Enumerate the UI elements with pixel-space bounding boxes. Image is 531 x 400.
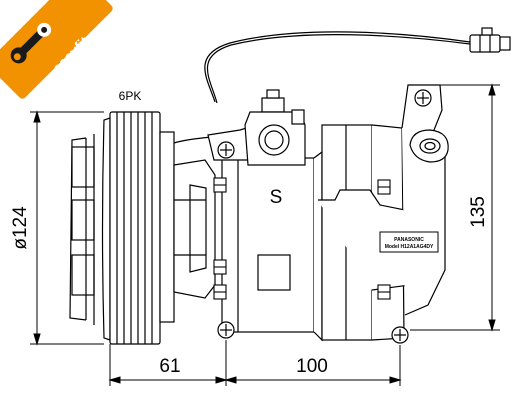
bolt-bottom-right <box>391 326 409 344</box>
nameplate: PANASONIC Model H12A1AG4DY <box>379 231 439 253</box>
compressor-body <box>207 84 446 342</box>
nameplate-brand: PANASONIC <box>394 237 424 243</box>
body-glyph: S <box>270 187 283 208</box>
dimension-lines <box>30 83 500 386</box>
diameter-label: ø124 <box>10 206 31 250</box>
front-housing <box>173 159 216 299</box>
bolt-bottom-left <box>217 321 235 339</box>
height-label: 135 <box>468 196 489 228</box>
easyfit-logo: easyfit <box>0 0 113 99</box>
mount-spacing-label: 100 <box>296 356 328 377</box>
hex-nuts <box>213 177 391 300</box>
pulley-offset-label: 61 <box>159 356 180 377</box>
logo-badge <box>0 0 113 99</box>
mounting-bolts <box>217 89 432 344</box>
wrench-icon <box>10 22 52 64</box>
clutch-plate <box>69 134 95 325</box>
oil-plug <box>409 129 449 163</box>
pulley <box>101 111 175 345</box>
bolt-top-left <box>217 141 235 159</box>
bolt-top-right <box>414 89 432 107</box>
cable-connector <box>469 27 511 53</box>
valve-fitting <box>244 89 306 166</box>
nameplate-model: Model H12A1AG4DY <box>385 244 434 250</box>
belt-type-label: 6PK <box>119 89 142 103</box>
